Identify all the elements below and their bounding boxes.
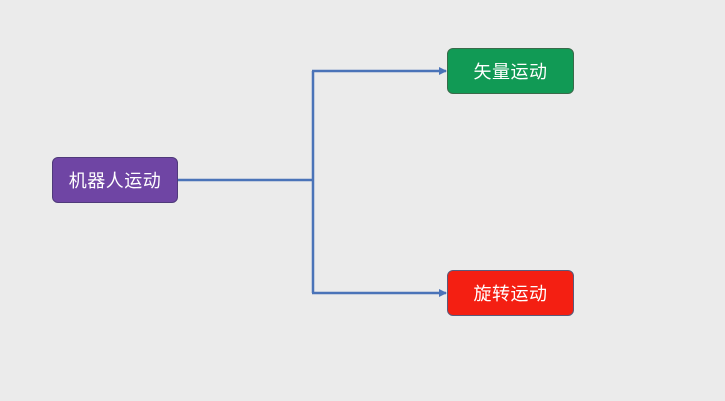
node-vector-motion-label: 矢量运动 — [473, 62, 548, 83]
node-rotation-motion: 旋转运动 — [447, 270, 574, 316]
node-rotation-motion-label: 旋转运动 — [473, 284, 548, 305]
node-robot-motion-label: 机器人运动 — [68, 171, 162, 192]
node-robot-motion: 机器人运动 — [52, 157, 178, 203]
node-vector-motion: 矢量运动 — [447, 48, 574, 94]
